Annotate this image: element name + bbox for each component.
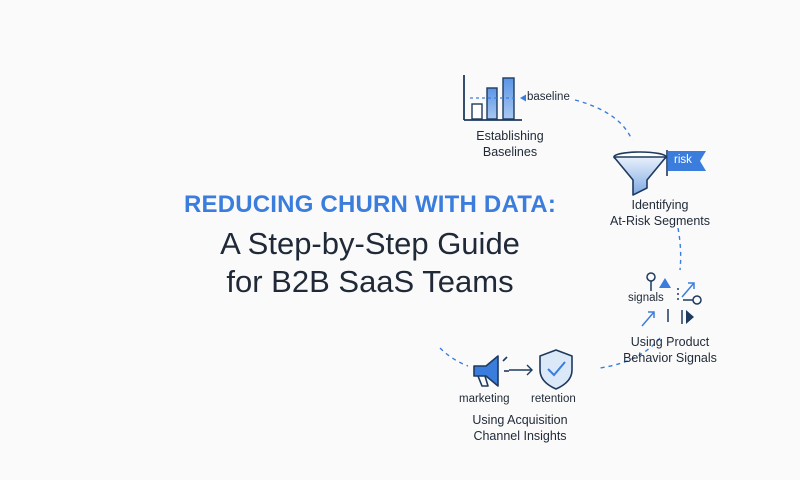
step-3-label: Using Product Behavior Signals xyxy=(605,334,735,366)
step-1-label: Establishing Baselines xyxy=(450,128,570,160)
marketing-tag: marketing xyxy=(459,393,510,405)
step-2-label-line-2: At-Risk Segments xyxy=(609,214,711,228)
megaphone-icon xyxy=(473,355,509,387)
signals-tag: signals xyxy=(628,292,664,304)
step-2-label: Identifying At-Risk Segments xyxy=(595,197,725,229)
title-line-1: A Step-by-Step Guide xyxy=(220,226,520,261)
signals-icon xyxy=(641,272,702,327)
risk-tag: risk xyxy=(674,154,692,166)
step-1-label-line-1: Establishing xyxy=(476,129,544,143)
step-4-label: Using Acquisition Channel Insights xyxy=(450,412,590,444)
title-line-2: for B2B SaaS Teams xyxy=(226,264,514,299)
bar-chart-icon xyxy=(463,75,526,121)
baseline-tag: baseline xyxy=(527,91,570,103)
step-4-label-line-1: Using Acquisition xyxy=(472,413,568,427)
arrow-right-icon xyxy=(509,364,533,376)
retention-tag: retention xyxy=(531,393,576,405)
shield-check-icon xyxy=(539,349,573,390)
step-4-label-line-2: Channel Insights xyxy=(473,429,567,443)
step-3-label-line-2: Behavior Signals xyxy=(623,351,717,365)
funnel-icon xyxy=(613,150,706,196)
step-2-label-line-1: Identifying xyxy=(631,198,689,212)
step-3-label-line-1: Using Product xyxy=(630,335,710,349)
dashed-connector xyxy=(439,99,682,369)
title-kicker: REDUCING CHURN WITH DATA: xyxy=(183,191,557,218)
step-1-label-line-2: Baselines xyxy=(482,145,538,159)
